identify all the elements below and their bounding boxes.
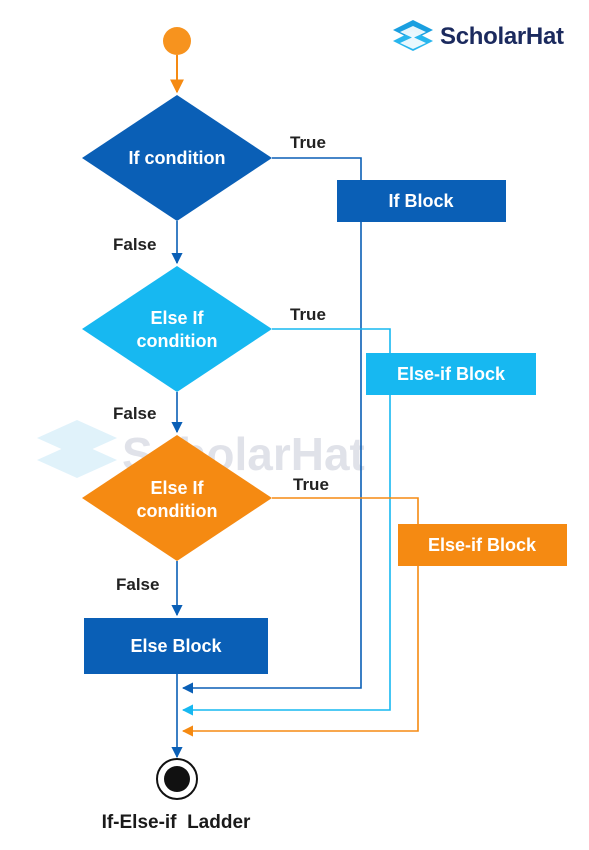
if-block-text: If Block (388, 191, 454, 211)
decision-2-false-label: False (113, 404, 156, 423)
connector-decision-1-true (181, 157, 362, 694)
decision-2-true-label: True (290, 305, 326, 324)
connector-decision-3-true (181, 497, 419, 737)
if-block (337, 180, 506, 222)
connector-decision-2-true (181, 328, 391, 716)
else-block (84, 618, 268, 674)
decision-3-true-label: True (293, 475, 329, 494)
decision-if-condition (82, 95, 272, 221)
decision-else-if-condition-2 (82, 435, 272, 561)
graduation-cap-icon (393, 20, 433, 51)
logo-text: ScholarHat (440, 23, 564, 50)
decision-1-false-label: False (113, 235, 156, 254)
decision-1-true-label: True (290, 133, 326, 152)
else-if-block-2-text: Else-if Block (428, 535, 537, 555)
end-circle-inner (164, 766, 190, 792)
decision-3-false-label: False (116, 575, 159, 594)
decision-2-text-line-2: condition (137, 331, 218, 351)
scholarhat-logo: ScholarHat (392, 18, 564, 56)
decision-3-text-line-2: condition (137, 501, 218, 521)
else-block-text: Else Block (130, 636, 222, 656)
diagram-caption: If-Else-if Ladder (101, 812, 251, 833)
else-if-block-1 (366, 353, 536, 395)
decision-2-text-line-1: Else If (150, 308, 204, 328)
decision-3-text-line-1: Else If (150, 478, 204, 498)
else-if-block-2 (398, 524, 567, 566)
decision-else-if-condition-1 (82, 266, 272, 392)
decision-1-text: If condition (129, 148, 226, 168)
else-if-block-1-text: Else-if Block (397, 364, 506, 384)
start-circle (163, 27, 191, 55)
